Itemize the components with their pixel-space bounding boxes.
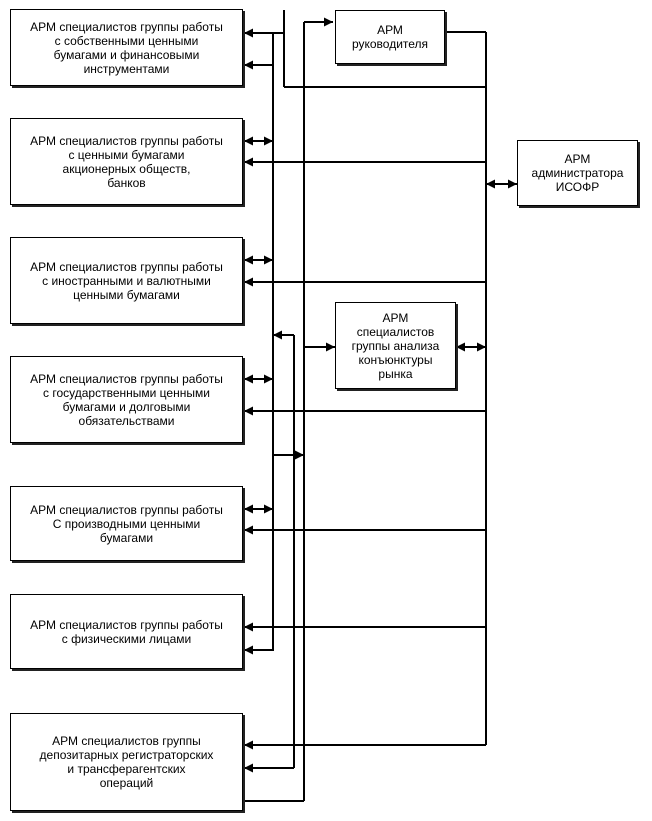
box-manager: АРМ руководителя	[335, 10, 445, 64]
box-admin: АРМ администратора ИСОФР	[517, 140, 638, 206]
box-admin-label: АРМ администратора ИСОФР	[531, 152, 624, 194]
box-depository: АРМ специалистов группы депозитарных рег…	[10, 713, 243, 811]
box-own-securities: АРМ специалистов группы работы с собстве…	[10, 9, 243, 86]
box-government: АРМ специалистов группы работы с государ…	[10, 356, 243, 443]
box-foreign-label: АРМ специалистов группы работы с иностра…	[30, 259, 223, 302]
box-individuals: АРМ специалистов группы работы с физичес…	[10, 594, 243, 669]
box-depository-label: АРМ специалистов группы депозитарных рег…	[39, 734, 214, 790]
box-joint-stock-label: АРМ специалистов группы работы с ценными…	[30, 133, 223, 190]
box-market-analysis: АРМ специалистов группы анализа конъюнкт…	[335, 302, 456, 389]
box-manager-label: АРМ руководителя	[351, 23, 429, 51]
box-market-analysis-label: АРМ специалистов группы анализа конъюнкт…	[351, 310, 440, 381]
box-joint-stock: АРМ специалистов группы работы с ценными…	[10, 118, 243, 205]
box-government-label: АРМ специалистов группы работы с государ…	[30, 371, 223, 428]
box-derivatives: АРМ специалистов группы работы С произво…	[10, 486, 243, 561]
box-derivatives-label: АРМ специалистов группы работы С произво…	[30, 502, 223, 545]
box-foreign: АРМ специалистов группы работы с иностра…	[10, 237, 243, 324]
box-own-securities-label: АРМ специалистов группы работы с собстве…	[30, 19, 223, 76]
box-individuals-label: АРМ специалистов группы работы с физичес…	[30, 617, 223, 646]
